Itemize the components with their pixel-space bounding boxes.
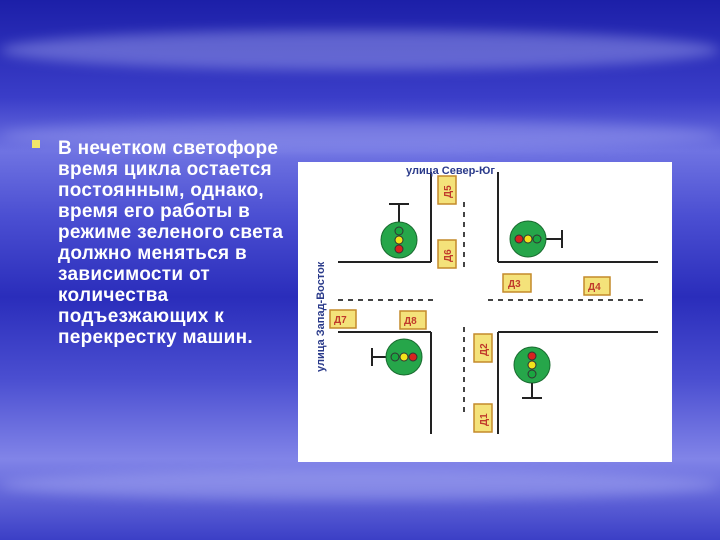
- svg-text:Д6: Д6: [443, 249, 454, 262]
- svg-text:Д1: Д1: [479, 413, 490, 426]
- sensor-d1: Д1: [473, 403, 493, 433]
- background-streak: [0, 30, 720, 70]
- background-streak: [0, 120, 720, 150]
- road-edges: [338, 172, 658, 434]
- svg-text:Д2: Д2: [479, 343, 490, 356]
- svg-text:Д4: Д4: [588, 282, 601, 293]
- sensor-d4: Д4: [583, 276, 611, 296]
- street-label-west-east: улица Запад-Восток: [315, 261, 327, 372]
- background-streak: [0, 470, 720, 500]
- sensor-d5: Д5: [437, 175, 457, 205]
- svg-text:Д8: Д8: [404, 316, 417, 327]
- sensor-d2: Д2: [473, 333, 493, 363]
- svg-text:Д5: Д5: [443, 185, 454, 198]
- traffic-light-south: [513, 346, 551, 399]
- traffic-light-west: [371, 338, 423, 376]
- traffic-light-north: [380, 203, 418, 259]
- sensor-d3: Д3: [502, 273, 532, 293]
- svg-text:Д3: Д3: [508, 279, 521, 290]
- sensor-d6: Д6: [437, 239, 457, 269]
- bullet-marker: [32, 140, 40, 148]
- intersection-diagram: улица Север-Юг улица Запад-Восток Д5 Д6 …: [298, 162, 672, 462]
- traffic-light-east: [509, 220, 563, 258]
- sensor-d8: Д8: [399, 310, 427, 330]
- bullet-text: В нечетком светофоре время цикла остаетс…: [58, 138, 284, 348]
- sensor-d7: Д7: [329, 309, 357, 329]
- intersection-svg: улица Север-Юг улица Запад-Восток Д5 Д6 …: [315, 165, 658, 434]
- street-label-north-south: улица Север-Юг: [406, 165, 495, 177]
- lane-markings: [338, 202, 643, 417]
- svg-text:Д7: Д7: [334, 315, 347, 326]
- bullet-list: В нечетком светофоре время цикла остаетс…: [32, 138, 287, 348]
